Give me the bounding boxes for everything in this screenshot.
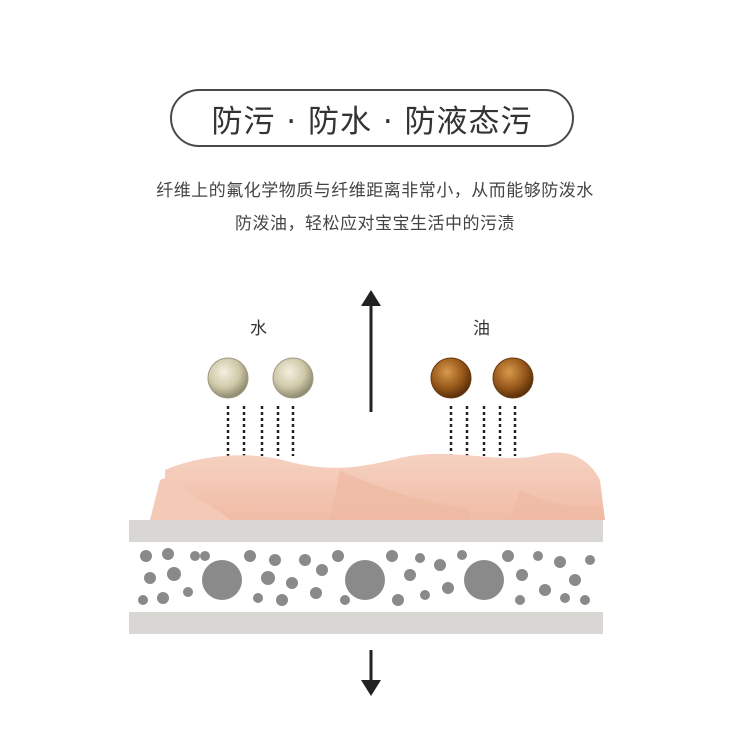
fabric-fold bbox=[150, 477, 230, 520]
arrow-down-icon bbox=[361, 650, 381, 696]
oil-label: 油 bbox=[473, 319, 490, 339]
title-badge: 防污 · 防水 · 防液态污 bbox=[170, 89, 574, 147]
water-drop-icon bbox=[207, 357, 249, 399]
oil-drop-icon bbox=[430, 357, 472, 399]
water-drip-lines bbox=[226, 406, 295, 456]
bottom-layer bbox=[129, 612, 603, 634]
water-label: 水 bbox=[250, 319, 267, 339]
fabric-fold bbox=[510, 490, 604, 520]
page-title: 防污 · 防水 · 防液态污 bbox=[211, 103, 533, 140]
water-drop-icon bbox=[272, 357, 314, 399]
description-line-2: 防泼油，轻松应对宝宝生活中的污渍 bbox=[235, 214, 515, 234]
bubbles bbox=[138, 548, 595, 606]
oil-drip-lines bbox=[449, 406, 517, 456]
oil-drop-icon bbox=[492, 357, 534, 399]
fabric-fold bbox=[330, 470, 470, 520]
fabric-surface bbox=[165, 452, 605, 520]
description-line-1: 纤维上的氟化学物质与纤维距离非常小，从而能够防泼水 bbox=[156, 181, 594, 201]
top-layer bbox=[129, 520, 603, 542]
arrow-up-icon bbox=[361, 290, 381, 412]
